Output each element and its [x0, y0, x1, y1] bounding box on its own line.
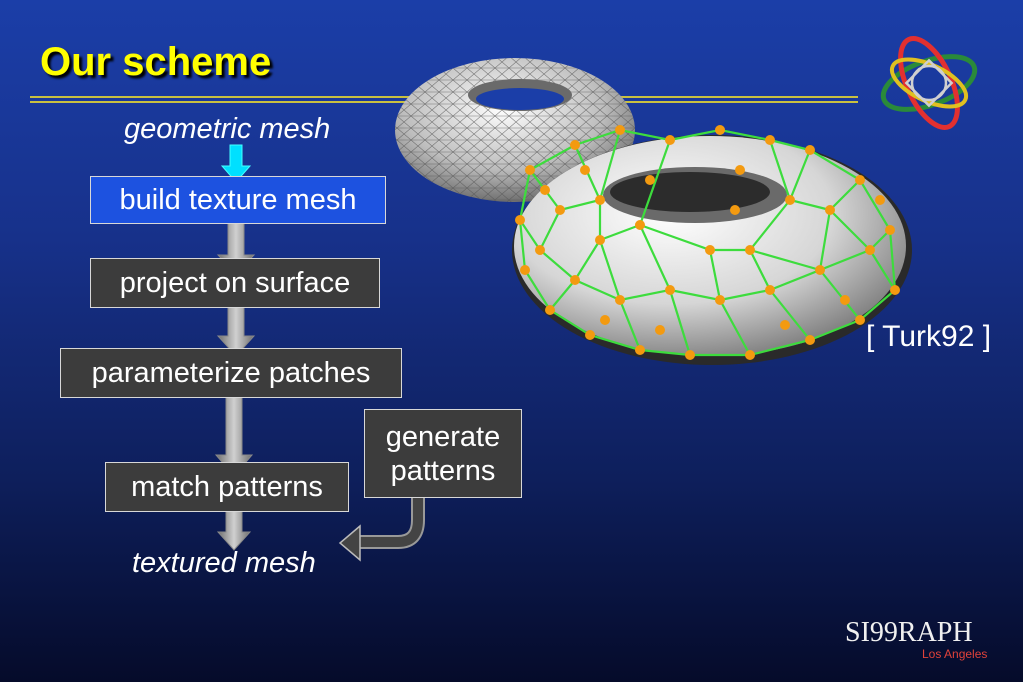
input-label: geometric mesh: [124, 113, 331, 145]
torus-figure: [395, 58, 912, 365]
generate-patterns-line1: generate: [385, 420, 501, 453]
torus-textured-mesh-image: [512, 125, 912, 365]
siggraph-location: Los Angeles: [922, 647, 988, 661]
citation-label: [ Turk92 ]: [866, 320, 992, 353]
step-project-on-surface: project on surface: [90, 258, 380, 308]
step-build-texture-mesh: build texture mesh: [90, 176, 386, 224]
siggraph-logo: SI99RAPH: [845, 617, 973, 648]
siggraph-emblem-icon: [880, 36, 978, 130]
arrow-4-out: [216, 509, 252, 551]
generate-patterns-line2: patterns: [390, 454, 496, 487]
mesh-point-markers: [515, 125, 900, 360]
step-parameterize-patches: parameterize patches: [60, 348, 402, 398]
torus-wireframe-image: [395, 58, 635, 202]
step-generate-patterns: generate patterns: [364, 409, 522, 498]
slide-title: Our scheme: [40, 40, 272, 84]
step-match-patterns: match patterns: [105, 462, 349, 512]
arrow-2-3: [216, 306, 256, 357]
start-arrow: [220, 144, 252, 183]
output-label: textured mesh: [132, 547, 316, 579]
